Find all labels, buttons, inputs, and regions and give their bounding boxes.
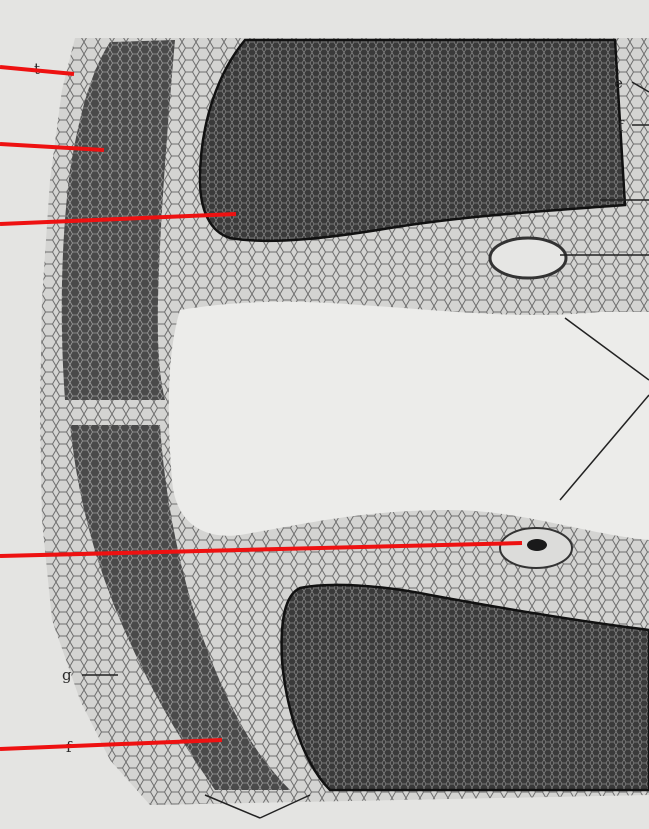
oval-body-lower-dot xyxy=(527,539,547,551)
label-e: e xyxy=(614,74,623,92)
oval-body-upper xyxy=(490,238,566,278)
central-cavity xyxy=(169,302,649,540)
dark-mass-upper xyxy=(200,40,625,241)
label-g: g xyxy=(62,666,72,684)
